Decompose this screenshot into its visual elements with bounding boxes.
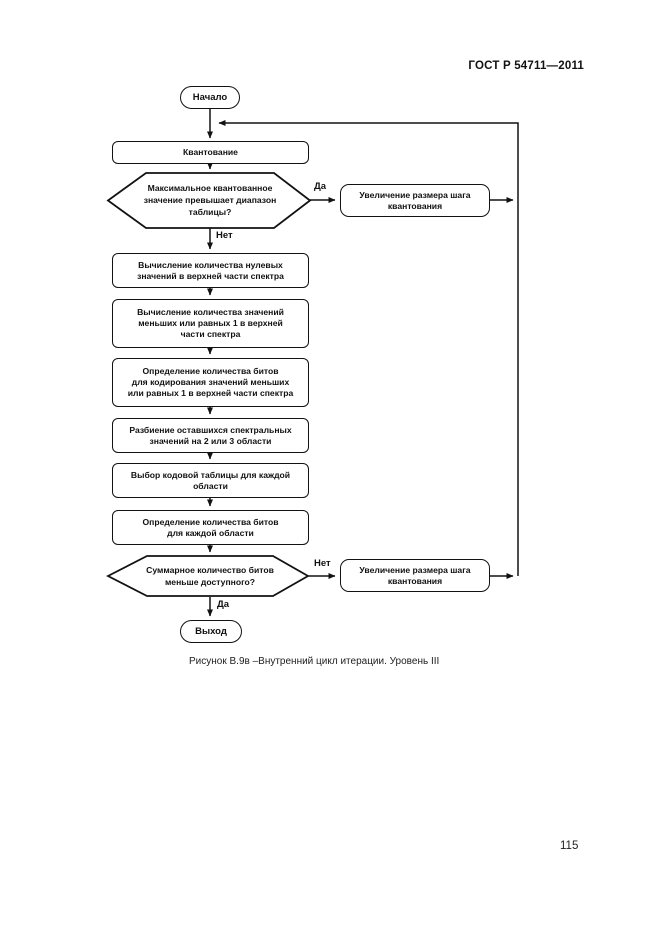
terminal-end: Выход — [180, 620, 242, 643]
terminal-start: Начало — [180, 86, 240, 109]
page-number: 115 — [560, 840, 579, 852]
branch-label-no-bottom: Нет — [313, 558, 332, 569]
branch-label-no-top: Нет — [215, 230, 234, 241]
process-count-zeros: Вычисление количества нулевых значений в… — [112, 253, 309, 288]
process-bits-le-one: Определение количества битов для кодиров… — [112, 358, 309, 407]
process-count-le-one: Вычисление количества значений меньших и… — [112, 299, 309, 348]
decision-bits-label: Суммарное количество битов меньше доступ… — [146, 565, 274, 587]
process-split-spectral: Разбиение оставшихся спектральных значен… — [112, 418, 309, 453]
branch-label-yes-top: Да — [313, 181, 328, 192]
decision-bits-shape — [106, 555, 310, 597]
figure-caption: Рисунок В.9в –Внутренний цикл итерации. … — [189, 656, 440, 667]
process-increase-step-top: Увеличение размера шага квантования — [340, 184, 490, 217]
process-increase-step-bottom: Увеличение размера шага квантования — [340, 559, 490, 592]
process-choose-table: Выбор кодовой таблицы для каждой области — [112, 463, 309, 498]
decision-max-label: Максимальное квантованное значение превы… — [143, 183, 277, 217]
connector-feedback-loop — [218, 120, 519, 576]
process-bits-per-region: Определение количества битов для каждой … — [112, 510, 309, 545]
branch-label-yes-bottom: Да — [216, 599, 231, 610]
document-header: ГОСТ Р 54711—2011 — [468, 60, 584, 72]
decision-max-shape — [106, 172, 312, 229]
process-quantization: Квантование — [112, 141, 309, 164]
